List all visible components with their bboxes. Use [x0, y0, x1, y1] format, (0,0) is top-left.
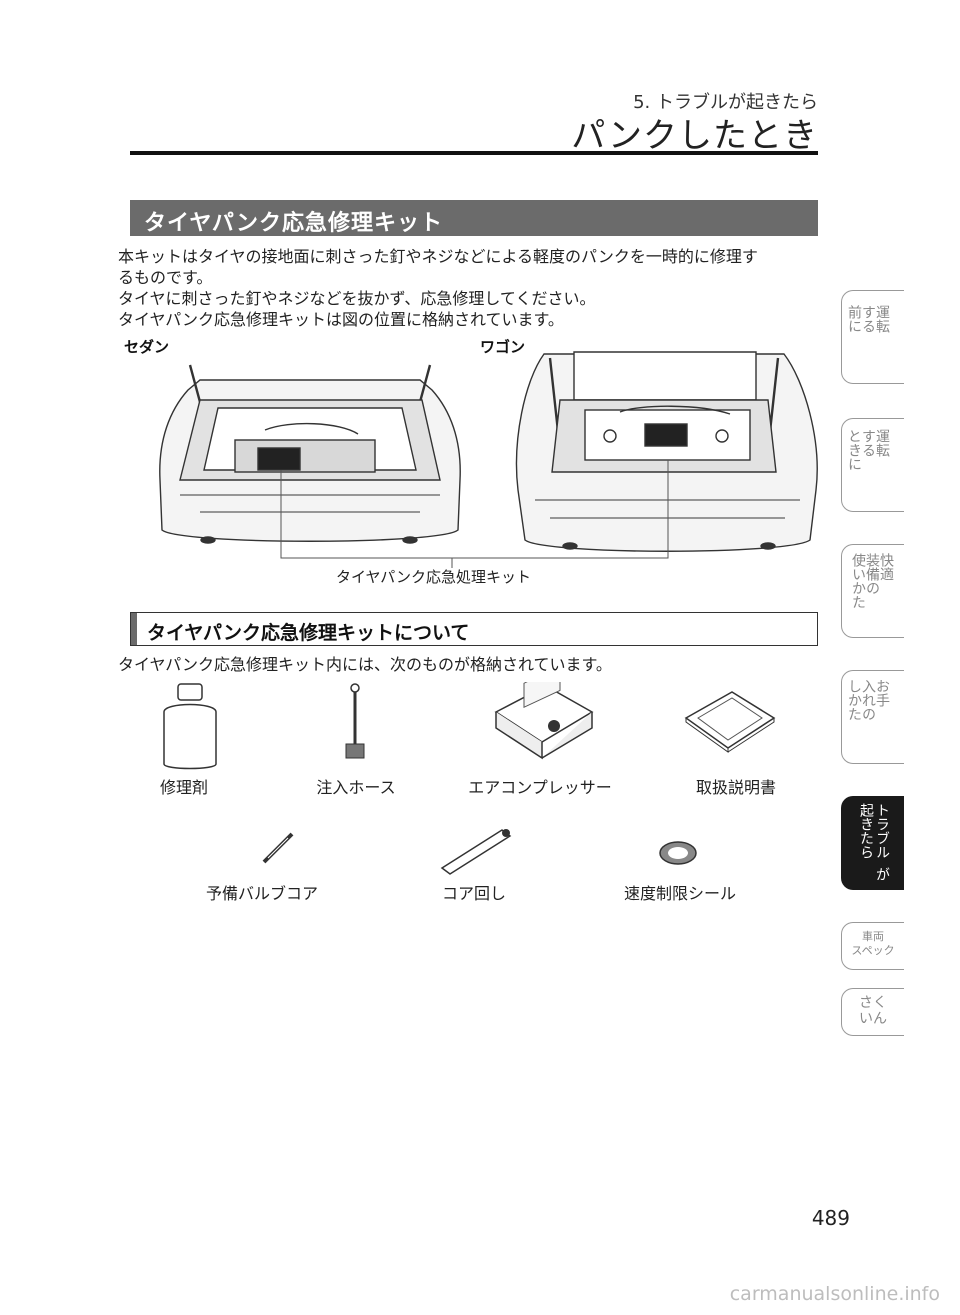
paragraph-line: 本キットはタイヤの接地面に刺さった釘やネジなどによる軽度のパンクを一時的に修理す [118, 247, 758, 266]
manual-icon [684, 691, 776, 753]
section-title: タイヤパンク応急修理キット [144, 211, 444, 236]
item-label-compressor: エアコンプレッサー [468, 778, 612, 797]
speed-sticker-icon [659, 841, 697, 865]
chapter-heading: 5. トラブルが起きたら [633, 92, 818, 113]
subsection-title-bar: タイヤパンク応急修理キットについて [130, 612, 818, 646]
item-label-speed-sticker: 速度制限シール [623, 884, 736, 903]
page-number: 489 [811, 1206, 850, 1230]
callout-lines [280, 460, 669, 568]
subsection-title: タイヤパンク応急修理キットについて [147, 622, 470, 644]
section-paragraph: 本キットはタイヤの接地面に刺さった釘やネジなどによる軽度のパンクを一時的に修理す… [118, 246, 824, 330]
wagon-label: ワゴン [480, 338, 526, 356]
air-compressor-icon [494, 682, 594, 760]
valve-core-icon [262, 832, 294, 864]
tab-maintenance[interactable]: お手 入れの しかた [841, 670, 904, 764]
trunk-location-illustration [159, 351, 818, 568]
tab-index[interactable]: さく いん [841, 988, 904, 1036]
sedan-illustration [159, 364, 461, 544]
paragraph-line: るものです。 [118, 268, 213, 287]
tab-while-driving[interactable]: 運転 する ときに [841, 418, 904, 512]
section-title-bar: タイヤパンク応急修理キット [130, 200, 818, 236]
watermark: carmanualsonline.info [729, 1283, 940, 1305]
injection-hose-icon [345, 683, 365, 759]
item-label-hose: 注入ホース [316, 778, 396, 797]
item-label-core-tool: コア回し [441, 884, 506, 903]
tab-comfort-equipment[interactable]: 快適 装備の 使いかた [841, 544, 904, 638]
figure-caption: タイヤパンク応急処理キット [336, 568, 532, 586]
tab-before-driving[interactable]: 運転 する 前に [841, 290, 904, 384]
item-label-manual: 取扱説明書 [695, 778, 776, 797]
paragraph-line: タイヤパンク応急修理キットは図の位置に格納されています。 [118, 310, 564, 329]
tab-trouble[interactable]: トラブル が 起きたら [841, 796, 904, 890]
sealant-bottle-icon [163, 683, 217, 770]
page-title: パンクしたとき [571, 116, 818, 156]
sedan-label: セダン [124, 338, 170, 356]
tab-specifications[interactable]: 車両 スペック [841, 922, 904, 970]
item-label-valve-core: 予備バルブコア [205, 884, 318, 903]
item-label-sealant: 修理剤 [159, 778, 208, 797]
title-rule [130, 151, 818, 155]
paragraph-line: タイヤに刺さった釘やネジなどを抜かず、応急修理してください。 [118, 289, 596, 308]
wagon-illustration [515, 351, 818, 552]
core-tool-icon [440, 829, 512, 875]
subsection-intro: タイヤパンク応急修理キット内には、次のものが格納されています。 [118, 655, 612, 674]
